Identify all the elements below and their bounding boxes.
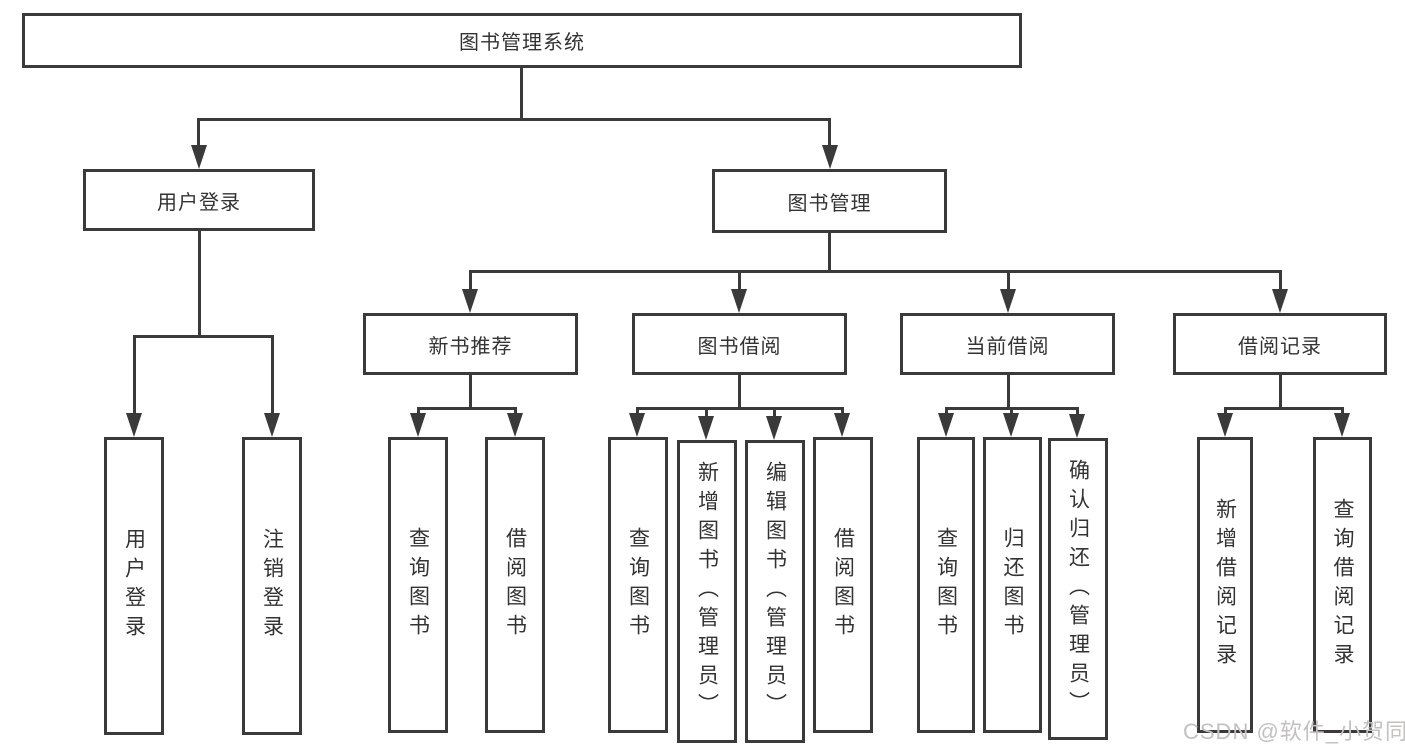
- leaf-recommend-query-books: 查询图书: [388, 437, 448, 733]
- connector-new-book-recommend-spread: [417, 407, 517, 410]
- arrow-borrowing-records: [1272, 289, 1288, 313]
- connector-user-login-spread: [133, 335, 274, 338]
- leaf-borrowing-borrow-books: 借阅图书: [813, 437, 873, 733]
- arrow-recommend-query: [410, 413, 426, 437]
- connector-drop-book-borrowing: [738, 270, 741, 290]
- node-book-borrowing-label: 图书借阅: [697, 335, 782, 358]
- leaf-recommend-borrow-books: 借阅图书: [485, 437, 545, 733]
- node-book-borrowing: 图书借阅: [632, 313, 847, 375]
- node-borrowing-records-label: 借阅记录: [1238, 335, 1322, 358]
- leaf-borrowing-borrow-books-label: 借阅图书: [831, 527, 855, 643]
- connector-borrowing-records-spread: [1224, 407, 1344, 410]
- connector-drop-borrowing-edit: [773, 407, 776, 417]
- connector-book-borrowing-spread: [636, 407, 844, 410]
- node-current-borrowing: 当前借阅: [900, 313, 1115, 375]
- connector-drop-new-book-recommend: [469, 270, 472, 290]
- leaf-user-login-label: 用户登录: [122, 528, 146, 644]
- leaf-current-confirm-return-admin: 确认归还（管理员）: [1048, 438, 1108, 740]
- node-user-login: 用户登录: [83, 169, 315, 231]
- node-book-management-label: 图书管理: [787, 192, 872, 215]
- connector-drop-borrowing-borrow: [841, 407, 844, 415]
- node-root: 图书管理系统: [22, 13, 1022, 68]
- node-new-book-recommend-label: 新书推荐: [428, 335, 513, 358]
- connector-book-management-stem: [828, 233, 831, 270]
- arrow-current-query: [938, 413, 954, 437]
- leaf-recommend-borrow-books-label: 借阅图书: [503, 527, 527, 643]
- connector-drop-current-return: [1010, 407, 1013, 415]
- arrow-borrowing-query: [629, 413, 645, 437]
- connector-drop-current-borrowing: [1007, 270, 1010, 290]
- leaf-records-query-record-label: 查询借阅记录: [1331, 498, 1354, 672]
- connector-drop-recommend-borrow: [514, 407, 517, 415]
- connector-drop-leaf-login: [133, 335, 136, 415]
- connector-drop-borrowing-query: [636, 407, 639, 415]
- connector-user-login-stem: [198, 231, 201, 335]
- connector-drop-leaf-logout: [271, 335, 274, 415]
- leaf-current-confirm-return-admin-label: 确认归还（管理员）: [1066, 458, 1090, 720]
- leaf-borrowing-edit-books-admin-label: 编辑图书（管理员）: [763, 461, 787, 722]
- node-root-label: 图书管理系统: [459, 32, 585, 54]
- arrow-book-borrowing: [731, 289, 747, 313]
- connector-drop-borrowing-add: [705, 407, 708, 417]
- connector-borrowing-records-stem: [1279, 375, 1282, 407]
- arrow-new-book-recommend: [462, 289, 478, 313]
- connector-drop-borrowing-records: [1279, 270, 1282, 290]
- leaf-current-query-books-label: 查询图书: [934, 527, 958, 643]
- arrow-records-query: [1334, 413, 1350, 437]
- arrow-leaf-logout: [264, 413, 280, 437]
- connector-book-borrowing-stem: [738, 375, 741, 407]
- leaf-borrowing-add-books-admin: 新增图书（管理员）: [677, 440, 737, 743]
- leaf-logout: 注销登录: [242, 437, 302, 735]
- arrow-user-login: [191, 145, 207, 169]
- leaf-current-return-books-label: 归还图书: [1001, 527, 1024, 643]
- node-new-book-recommend: 新书推荐: [363, 313, 578, 375]
- node-user-login-label: 用户登录: [157, 191, 241, 214]
- arrow-borrowing-edit: [766, 416, 782, 440]
- node-book-management: 图书管理: [712, 169, 947, 233]
- connector-drop-recommend-query: [417, 407, 420, 415]
- arrow-recommend-borrow: [507, 413, 523, 437]
- connector-current-borrowing-stem: [1007, 375, 1010, 407]
- arrow-book-management: [822, 145, 838, 169]
- arrow-current-return: [1003, 413, 1019, 437]
- leaf-logout-label: 注销登录: [260, 528, 284, 644]
- arrow-current-confirm: [1069, 414, 1085, 438]
- leaf-current-query-books: 查询图书: [917, 437, 975, 733]
- leaf-current-return-books: 归还图书: [983, 437, 1042, 733]
- leaf-records-add-record: 新增借阅记录: [1197, 437, 1253, 733]
- arrow-borrowing-add: [698, 416, 714, 440]
- connector-drop-records-query: [1341, 407, 1344, 415]
- leaf-borrowing-add-books-admin-label: 新增图书（管理员）: [695, 461, 719, 722]
- watermark: CSDN @软件_小贺同学: [1183, 719, 1405, 744]
- node-current-borrowing-label: 当前借阅: [965, 335, 1050, 358]
- connector-drop-current-confirm: [1076, 407, 1079, 416]
- node-borrowing-records: 借阅记录: [1173, 313, 1387, 375]
- connector-drop-records-add: [1224, 407, 1227, 415]
- leaf-records-add-record-label: 新增借阅记录: [1213, 498, 1237, 672]
- arrow-borrowing-borrow: [834, 413, 850, 437]
- connector-new-book-recommend-stem: [469, 375, 472, 407]
- connector-drop-current-query: [945, 407, 948, 415]
- leaf-borrowing-query-books: 查询图书: [608, 437, 668, 733]
- leaf-user-login: 用户登录: [104, 437, 164, 735]
- connector-level2-spread: [197, 118, 831, 121]
- connector-drop-book-management: [828, 118, 831, 146]
- arrow-records-add: [1217, 413, 1233, 437]
- arrow-current-borrowing: [1000, 289, 1016, 313]
- connector-root-stem: [520, 68, 523, 118]
- connector-level3-spread: [469, 270, 1282, 273]
- leaf-borrowing-edit-books-admin: 编辑图书（管理员）: [745, 440, 805, 743]
- leaf-borrowing-query-books-label: 查询图书: [626, 527, 650, 643]
- leaf-recommend-query-books-label: 查询图书: [406, 527, 430, 643]
- connector-drop-user-login: [197, 118, 200, 146]
- leaf-records-query-record: 查询借阅记录: [1313, 437, 1372, 733]
- arrow-leaf-login: [126, 413, 142, 437]
